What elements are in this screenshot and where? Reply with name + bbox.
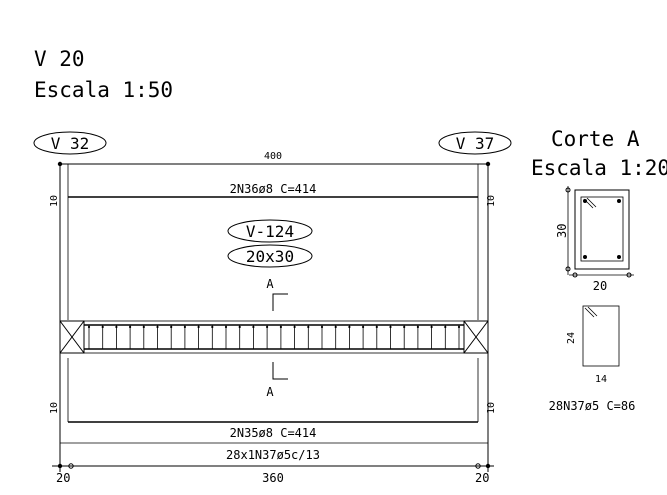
beam-tag-size: 20x30	[246, 247, 294, 266]
stirrup-hook-16	[293, 325, 296, 329]
section-stirrup	[580, 196, 624, 262]
top-rebar-anchor-left: 10	[49, 195, 60, 207]
stirrup-hook-12	[238, 325, 241, 329]
bottom-dimension-right: 20	[475, 471, 489, 485]
bottom-dimension-tick-4	[485, 463, 491, 469]
bottom-rebar-anchor-left: 10	[49, 402, 60, 414]
section-title: Corte A	[551, 127, 640, 151]
bottom-dimension-tick-2	[68, 463, 74, 469]
support-tag-left-label: V 32	[51, 134, 90, 153]
stirrup-hook-14	[266, 325, 269, 329]
cut-marker-top-arrow	[272, 293, 288, 311]
section-scale: Escala 1:20	[531, 156, 667, 180]
section-stirrup-hook-b	[586, 197, 597, 208]
beam-body	[59, 320, 489, 354]
stirrup-hook-26	[430, 325, 433, 329]
support-tag-left-outline	[33, 131, 107, 155]
cut-marker-bottom: A	[266, 362, 288, 399]
support-tag-left: V 32	[33, 131, 107, 155]
stirrup-hook-21	[362, 325, 365, 329]
section-height-tick-bottom	[565, 266, 571, 272]
stirrup-hook-4	[129, 325, 132, 329]
stirrup-hook-5	[142, 325, 145, 329]
stirrup-hook-3	[115, 325, 118, 329]
cut-marker-bottom-label: A	[266, 385, 274, 399]
support-block-left	[59, 320, 85, 354]
support-block-right-cross-b	[463, 320, 489, 354]
stirrup-hook-11	[224, 325, 228, 329]
top-dimension: 400	[57, 151, 491, 167]
section-bar-top-left	[583, 199, 587, 203]
stirrup-detail-height: 24	[566, 332, 577, 344]
stirrup-hook-6	[156, 325, 159, 329]
stirrup-detail-width: 14	[595, 374, 607, 385]
beam-tag-name-outline	[227, 219, 313, 243]
stirrup-group	[87, 325, 461, 349]
bottom-dimension-tick-3	[475, 463, 481, 469]
beam-title: V 20	[34, 47, 85, 71]
stirrup-hook-19	[334, 325, 337, 329]
stirrup-detail-label: 28N37ø5 C=86	[549, 399, 636, 413]
support-block-left-cross-b	[59, 320, 85, 354]
cut-marker-top-label: A	[266, 277, 274, 291]
top-rebar: 2N36ø8 C=414 10 10	[49, 182, 497, 207]
section-height-label: 30	[555, 224, 569, 238]
beam-scale: Escala 1:50	[34, 78, 173, 102]
stirrup-hook-8	[183, 325, 186, 329]
stirrup-hook-22	[375, 325, 378, 329]
bottom-dimension-left: 20	[56, 471, 70, 485]
section-view: Corte A Escala 1:20 30 20 24 14 28N37ø5 …	[531, 127, 667, 413]
section-height-tick-top	[565, 187, 571, 193]
bottom-rebar-label: 2N35ø8 C=414	[230, 426, 317, 440]
cut-marker-bottom-arrow	[272, 362, 288, 380]
bottom-rebar-anchor-right: 10	[486, 402, 497, 414]
bottom-rebar: 2N35ø8 C=414 10 10	[49, 402, 497, 440]
bottom-dimension: 20 360 20	[52, 463, 494, 485]
stirrup-hook-9	[197, 325, 200, 329]
stirrup-hook-18	[320, 325, 324, 329]
stirrup-detail-hook-b	[587, 306, 598, 317]
stirrup-hook-17	[307, 325, 310, 329]
stirrup-hook-10	[211, 325, 214, 329]
stirrup-detail-hook-a	[584, 307, 595, 318]
support-tag-right-outline	[438, 131, 512, 155]
stirrup-hook-25	[416, 325, 419, 329]
support-tag-right-label: V 37	[456, 134, 495, 153]
section-bar-bottom-right	[617, 255, 621, 259]
stirrup-hook-15	[279, 325, 282, 329]
stirrup-hook-20	[348, 325, 351, 329]
top-dimension-label: 400	[264, 151, 282, 162]
top-rebar-anchor-right: 10	[486, 195, 497, 207]
stirrup-hook-7	[170, 325, 173, 329]
section-width-label: 20	[593, 279, 607, 293]
stirrup-hook-2	[101, 325, 104, 329]
top-rebar-label: 2N36ø8 C=414	[230, 182, 317, 196]
beam-tag-name: V-124	[246, 222, 294, 241]
section-width-tick-right	[626, 272, 632, 278]
section-bar-bottom-left	[583, 255, 587, 259]
stirrup-hook-24	[403, 325, 406, 329]
stirrup-hook-27	[444, 325, 447, 329]
beam-tag: V-124 20x30	[227, 219, 313, 268]
stirrup-hook-23	[389, 325, 392, 329]
bottom-dimension-tick-1	[57, 463, 63, 469]
stirrup-detail-outline	[582, 305, 620, 367]
beam-tag-size-outline	[227, 244, 313, 268]
stirrup-label: 28x1N37ø5c/13	[226, 448, 320, 462]
cut-marker-top: A	[266, 277, 288, 311]
section-outline	[574, 189, 630, 270]
section-width-tick-left	[572, 272, 578, 278]
support-block-right	[463, 320, 489, 354]
support-tag-right: V 37	[438, 131, 512, 155]
section-bar-top-right	[617, 199, 621, 203]
bottom-dimension-center: 360	[262, 471, 284, 485]
stirrup-hook-28	[457, 325, 461, 329]
stirrup-hook-13	[252, 325, 255, 329]
stirrup-hook-1	[87, 325, 91, 329]
